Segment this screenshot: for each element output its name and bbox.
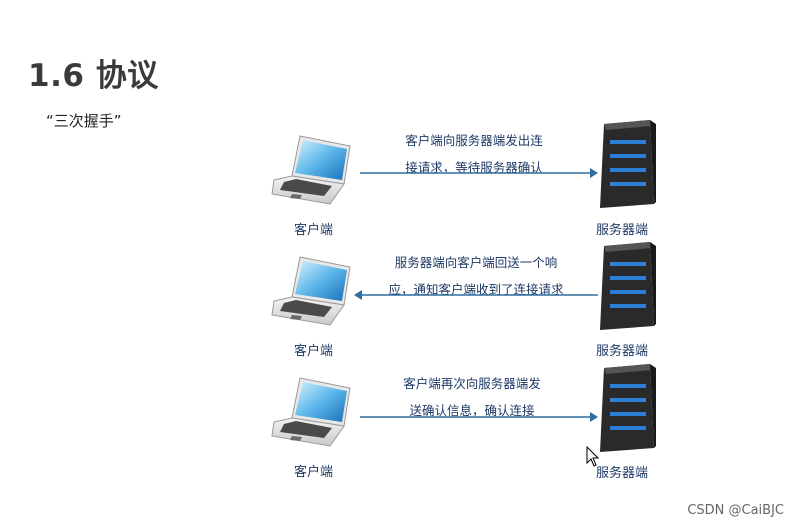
step-description-line: 客户端向服务器端发出连 bbox=[405, 133, 543, 148]
step-description: 服务器端向客户端回送一个响 应，通知客户端收到了连接请求 bbox=[376, 249, 576, 303]
laptop-icon bbox=[271, 256, 351, 326]
client-label: 客户端 bbox=[294, 223, 334, 238]
step-description-line: 送确认信息，确认连接 bbox=[409, 403, 535, 418]
laptop-icon bbox=[271, 135, 351, 205]
server-icon bbox=[600, 120, 656, 208]
step-description-line: 接请求，等待服务器确认 bbox=[405, 160, 543, 175]
server-icon bbox=[600, 364, 656, 452]
step-description-line: 客户端再次向服务器端发 bbox=[403, 376, 541, 391]
server-label: 服务器端 bbox=[596, 223, 649, 238]
watermark: CSDN @CaiBJC bbox=[687, 503, 784, 518]
server-label: 服务器端 bbox=[596, 466, 649, 481]
server-icon bbox=[600, 242, 656, 330]
laptop-icon bbox=[271, 377, 351, 447]
step-description: 客户端再次向服务器端发 送确认信息，确认连接 bbox=[384, 370, 560, 424]
client-label: 客户端 bbox=[294, 465, 334, 480]
arrow-to-server bbox=[360, 168, 598, 178]
slide-subtitle: “三次握手” bbox=[46, 112, 122, 130]
step-description: 客户端向服务器端发出连 接请求，等待服务器确认 bbox=[384, 127, 564, 181]
client-label: 客户端 bbox=[294, 344, 334, 359]
arrow-to-server bbox=[360, 412, 598, 422]
arrow-to-client bbox=[354, 290, 598, 300]
server-label: 服务器端 bbox=[596, 344, 649, 359]
step-description-line: 服务器端向客户端回送一个响 bbox=[394, 255, 558, 270]
step-description-line: 应，通知客户端收到了连接请求 bbox=[388, 282, 564, 297]
mouse-cursor-icon bbox=[586, 446, 600, 467]
slide-title: 1.6 协议 bbox=[28, 58, 159, 94]
